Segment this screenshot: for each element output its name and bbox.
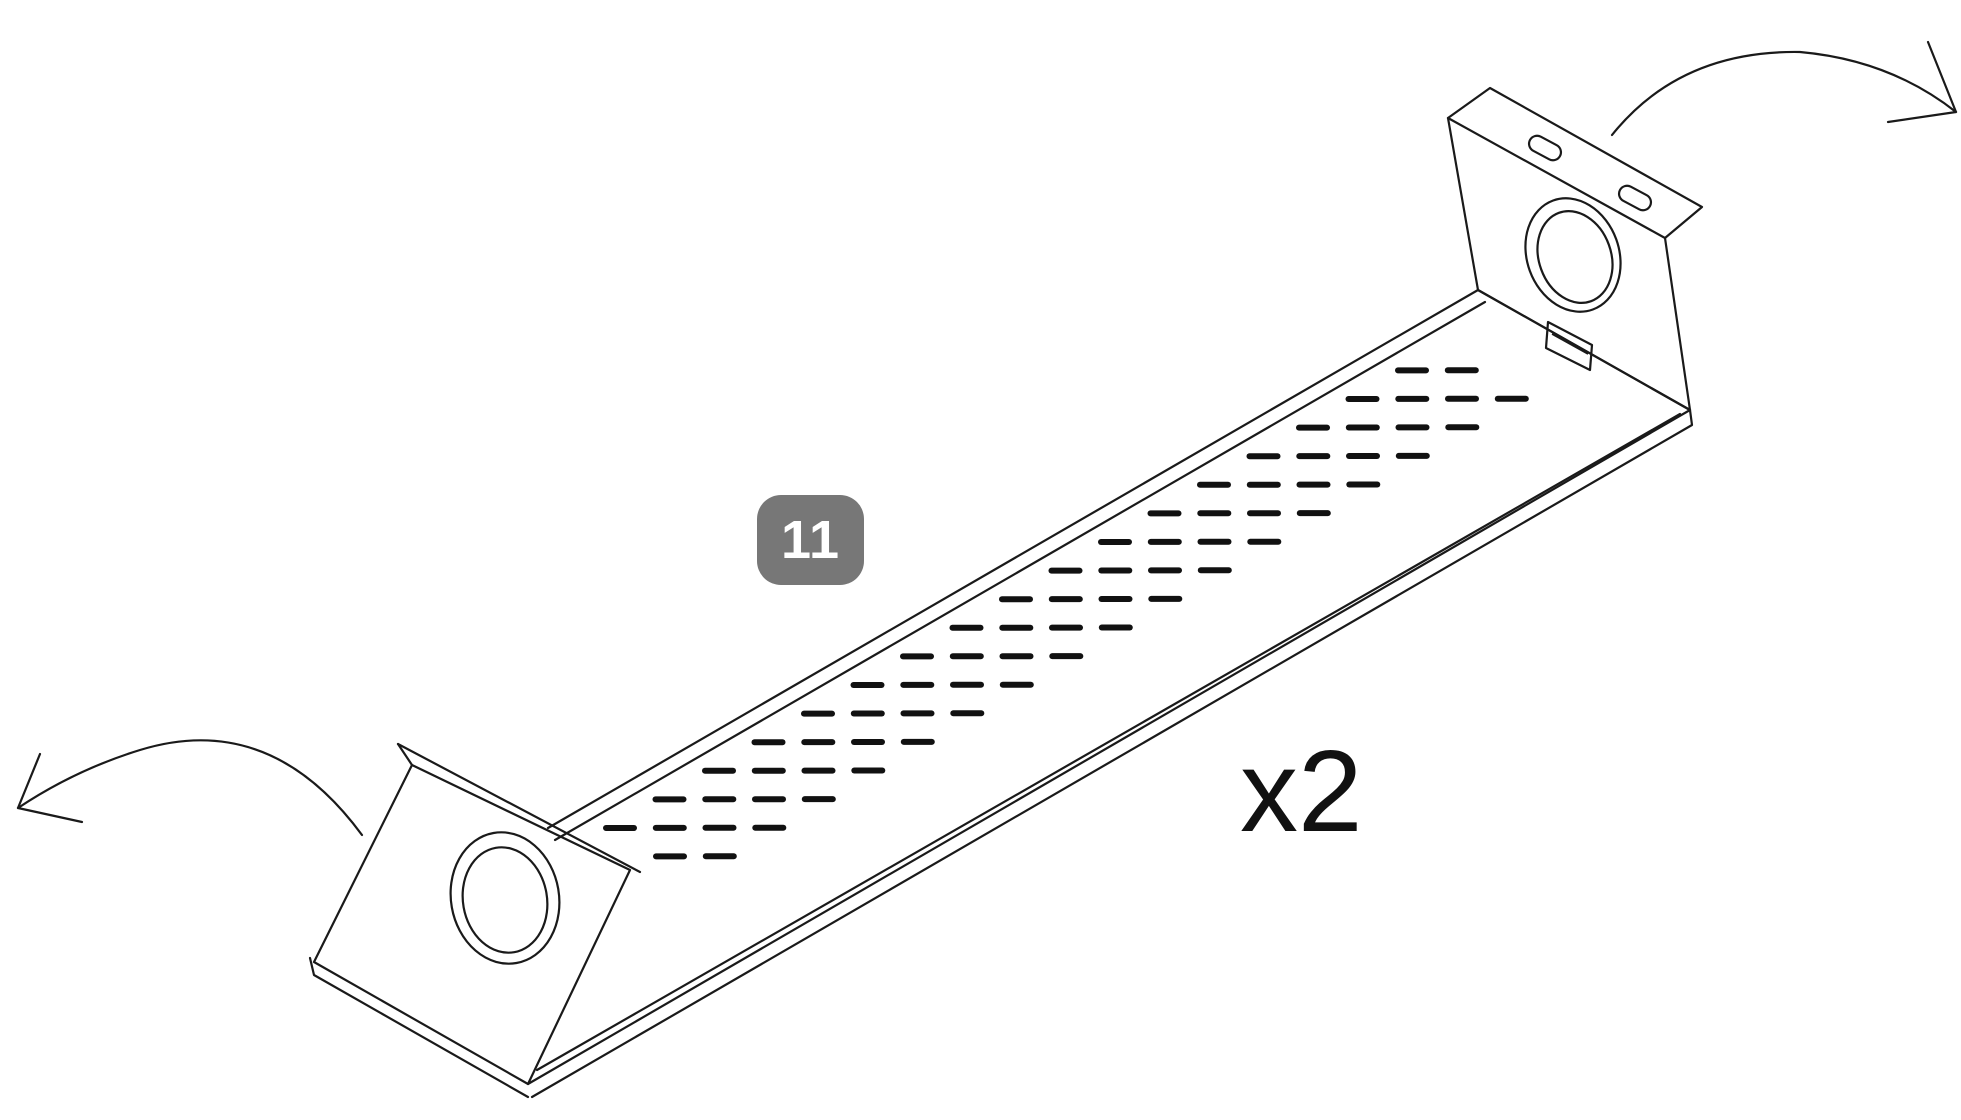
tray-floor-fold — [535, 412, 1682, 1072]
tray-inner-rim — [553, 300, 1487, 842]
left-end-flap — [308, 742, 642, 1099]
right-lip-slot-2 — [1617, 184, 1653, 212]
left-flap-panel — [312, 763, 632, 1086]
left-flap-top-edge — [396, 742, 414, 767]
right-flap-panel — [1446, 116, 1692, 412]
right-flap-top-lip — [1446, 86, 1704, 240]
step-number-badge: 11 — [757, 495, 864, 585]
right-grommet-inner — [1536, 210, 1614, 304]
right-hinge-line — [1551, 333, 1589, 355]
left-grommet-outer — [449, 831, 561, 965]
right-grommet-outer — [1524, 197, 1622, 313]
rotate-left-arrow-icon — [16, 739, 364, 837]
vent-slots — [603, 367, 1529, 860]
tray-front-lip — [526, 408, 1694, 1099]
tray-back-edge — [546, 288, 1692, 830]
left-flap-bottom-edge — [308, 956, 530, 1099]
left-flap-edge-thick — [396, 742, 642, 874]
right-hinge-bracket — [1544, 320, 1594, 372]
cable-tray — [526, 288, 1694, 1099]
quantity-label: x2 — [1240, 726, 1363, 856]
right-lip-slot-1 — [1527, 134, 1563, 162]
left-grommet-inner — [461, 846, 549, 954]
rotate-right-arrow-icon — [1610, 40, 1958, 137]
right-end-flap — [1446, 86, 1704, 412]
